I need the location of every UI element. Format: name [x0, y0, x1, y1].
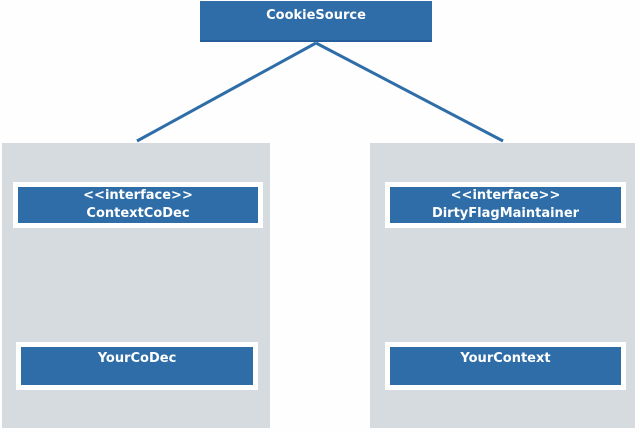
interface-stereotype-label: <<interface>>: [450, 188, 561, 203]
class-node-cookiesource-label: CookieSource: [266, 8, 366, 23]
interface-node-dirtyflagmaintainer: <<interface>> DirtyFlagMaintainer: [385, 182, 626, 228]
edge-cookiesource-to-right-panel: [315, 41, 504, 143]
interface-name-label: ContextCoDec: [86, 206, 190, 221]
class-node-yourcontext-label: YourContext: [460, 351, 551, 366]
class-node-yourcontext: YourContext: [385, 342, 626, 390]
class-node-yourcodec: YourCoDec: [16, 342, 258, 390]
interface-node-contextcodec: <<interface>> ContextCoDec: [13, 182, 263, 228]
interface-name-label: DirtyFlagMaintainer: [431, 206, 580, 221]
edge-cookiesource-to-left-panel: [136, 41, 317, 143]
interface-stereotype-label: <<interface>>: [83, 188, 193, 203]
class-node-cookiesource: CookieSource: [200, 1, 432, 42]
class-node-yourcodec-label: YourCoDec: [97, 351, 177, 366]
